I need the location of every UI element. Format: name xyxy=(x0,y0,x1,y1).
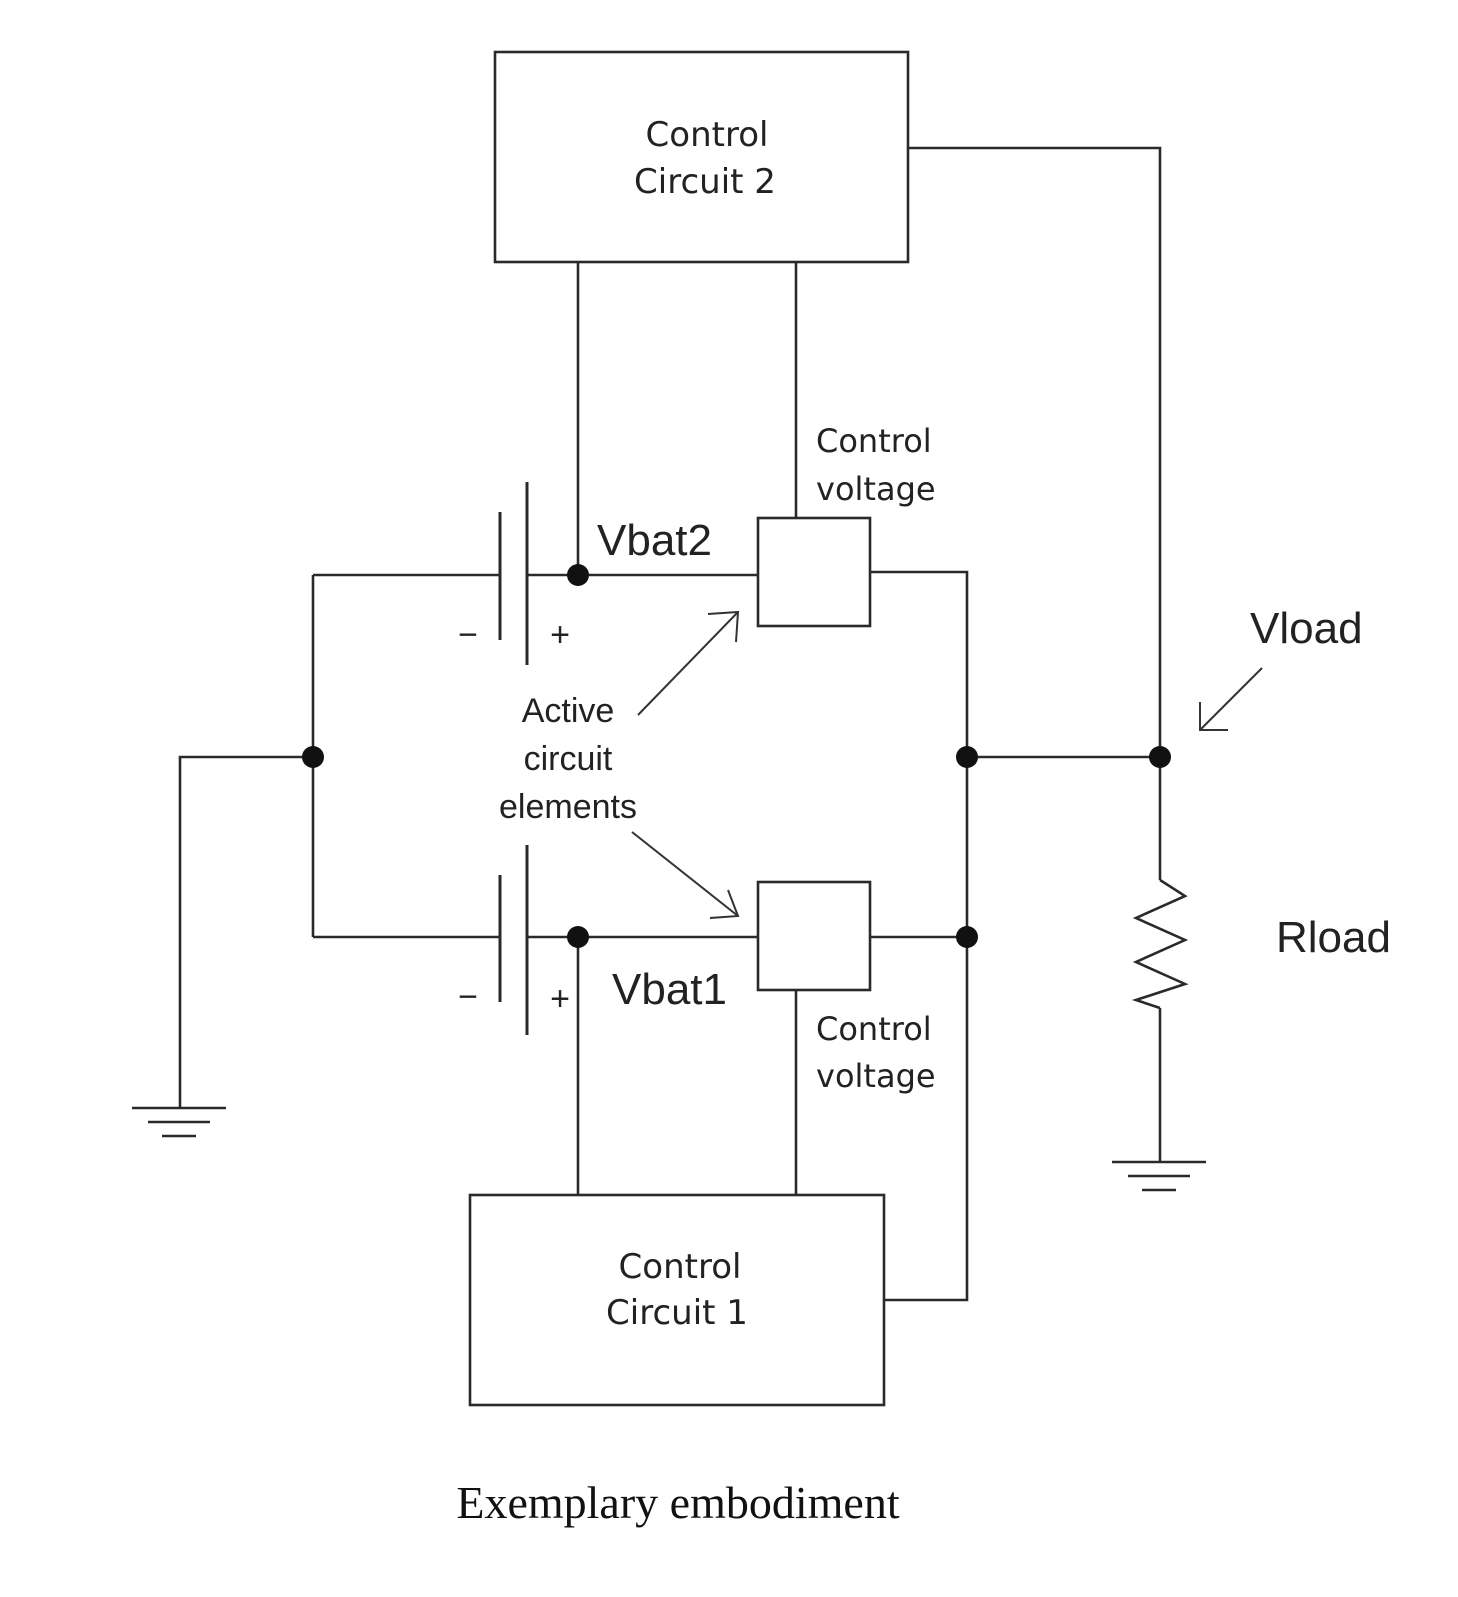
active-elements-label-line2: circuit xyxy=(524,740,613,778)
control-voltage-bottom-line2: voltage xyxy=(816,1057,936,1095)
battery-top-plus: + xyxy=(550,616,570,654)
control-voltage-bottom-line1: Control xyxy=(816,1010,932,1048)
arrow-to-top-element xyxy=(638,612,738,715)
rload-resistor xyxy=(1136,880,1185,1008)
active-elements-label-line1: Active xyxy=(522,692,615,730)
battery-top xyxy=(500,482,527,665)
battery-bottom-minus: − xyxy=(458,978,478,1016)
battery-top-minus: − xyxy=(458,616,478,654)
control-circuit-1-label-line2: Circuit 1 xyxy=(606,1293,748,1333)
rload-label: Rload xyxy=(1276,913,1391,962)
ground-left xyxy=(132,1108,226,1136)
control-voltage-top-line2: voltage xyxy=(816,470,936,508)
vbat2-label: Vbat2 xyxy=(597,516,712,565)
battery-bottom-plus: + xyxy=(550,980,570,1018)
battery-bottom xyxy=(500,845,527,1035)
vload-label: Vload xyxy=(1250,604,1363,653)
control-voltage-top-line1: Control xyxy=(816,422,932,460)
control-circuit-2-block xyxy=(495,52,908,262)
active-element-top xyxy=(758,518,870,626)
active-element-bottom xyxy=(758,882,870,990)
arrow-to-bottom-element xyxy=(632,832,738,918)
control-circuit-1-label-line1: Control xyxy=(619,1247,742,1287)
figure-caption: Exemplary embodiment xyxy=(456,1477,899,1528)
ground-right xyxy=(1112,1162,1206,1190)
wires xyxy=(180,148,1160,1300)
vbat1-label: Vbat1 xyxy=(612,965,727,1014)
arrow-vload xyxy=(1200,668,1262,730)
control-circuit-2-label-line1: Control xyxy=(646,115,769,155)
active-elements-label-line3: elements xyxy=(499,788,637,826)
control-circuit-2-label-line2: Circuit 2 xyxy=(634,162,776,202)
